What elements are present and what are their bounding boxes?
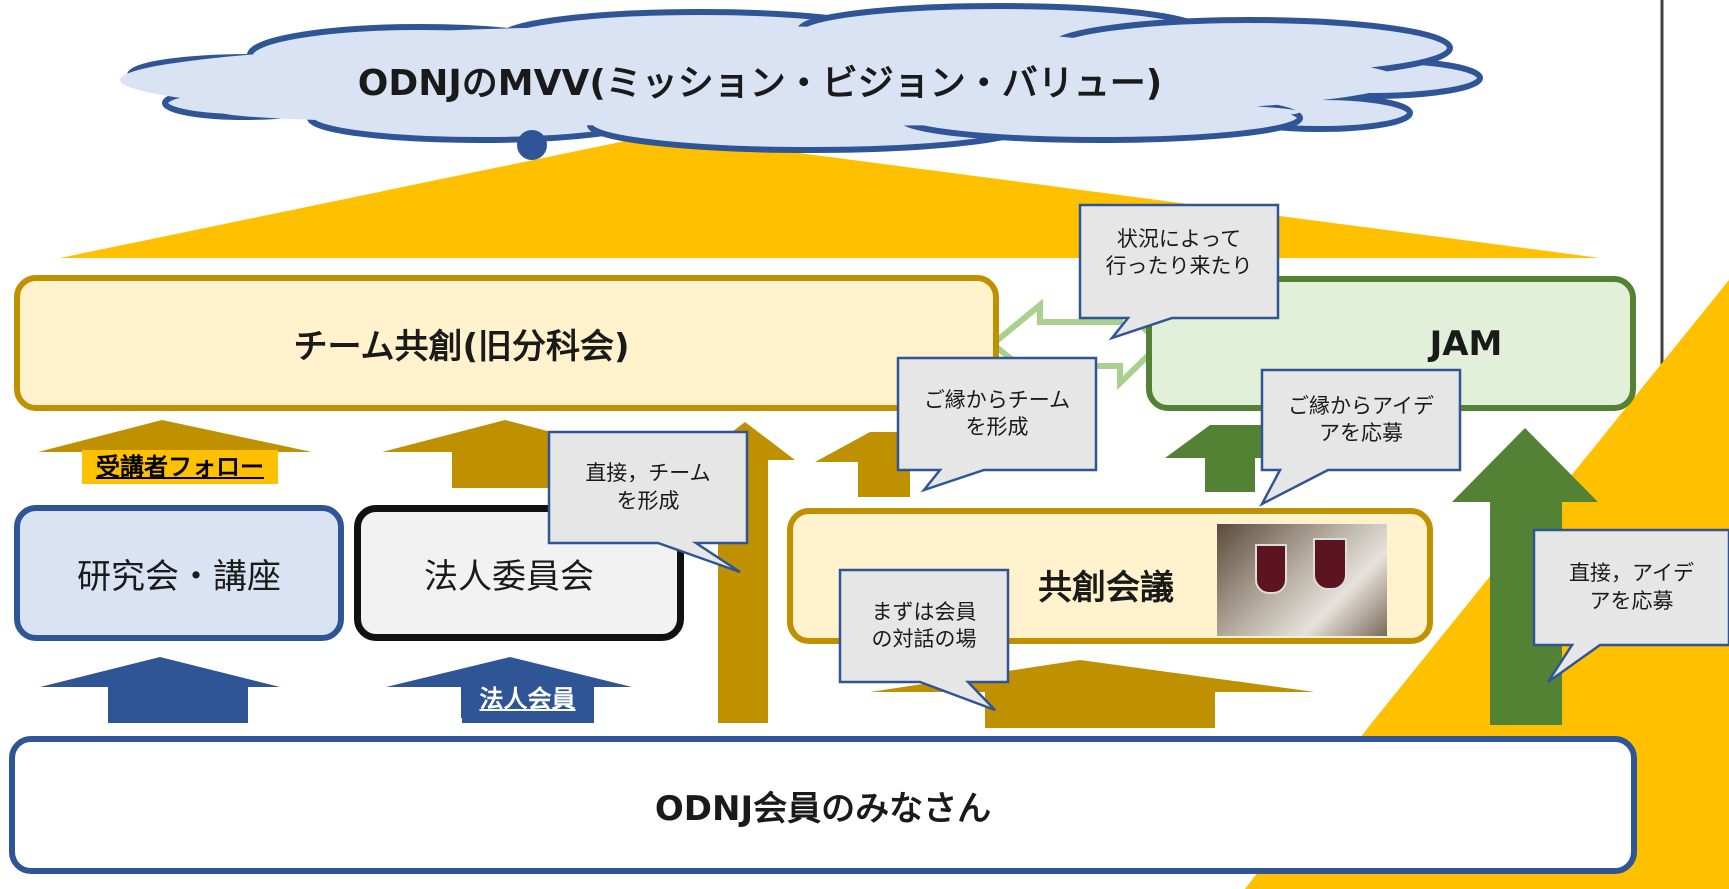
mvv-title-box: ODNJのMVV(ミッション・ビジョン・バリュー) [350, 52, 1170, 108]
hojin-kaiin-label: 法人会員 [461, 680, 594, 718]
kenkyukai-label: 研究会・講座 [77, 556, 281, 597]
jam-label: JAM [1429, 323, 1503, 364]
callout-en-idea-text: ご縁からアイデ アを応募 [1262, 376, 1460, 464]
members-label: ODNJ会員のみなさん [654, 788, 992, 829]
kyoso-to-jam-arrow [1165, 425, 1265, 492]
members-box: ODNJ会員のみなさん [9, 736, 1637, 874]
callout-en-idea-line-1: ご縁からアイデ [1288, 393, 1434, 418]
kenkyukai-box: 研究会・講座 [14, 505, 344, 641]
navy-up-arrow-1 [40, 657, 280, 723]
follow-label: 受講者フォロー [82, 450, 278, 484]
team-kyoso-label: チーム共創(旧分科会) [293, 326, 630, 367]
callout-situation-text: 状況によって 行ったり来たり [1080, 210, 1278, 296]
callout-en-idea-line-2: アを応募 [1319, 421, 1403, 445]
callout-situation-line-1: 状況によって [1116, 226, 1242, 251]
hojin-iinkai-label: 法人委員会 [424, 556, 594, 597]
wine-glasses-photo [1217, 524, 1387, 636]
roof-triangle [60, 140, 1600, 258]
callout-en-team-text: ご縁からチーム を形成 [898, 368, 1096, 460]
callout-direct-team-text: 直接，チーム を形成 [549, 440, 747, 535]
callout-en-team-line-1: ご縁からチーム [923, 387, 1071, 412]
callout-dialogue-line-2: の対話の場 [871, 627, 977, 651]
callout-direct-team-line-2: を形成 [616, 488, 680, 513]
callout-situation-line-2: 行ったり来たり [1105, 254, 1253, 278]
callout-direct-idea-line-2: アを応募 [1589, 588, 1674, 613]
callout-en-team-line-2: を形成 [965, 415, 1029, 439]
callout-dialogue-line-1: まずは会員 [871, 599, 977, 624]
team-kyoso-box: チーム共創(旧分科会) [14, 275, 999, 411]
callout-direct-idea-text: 直接，アイデ アを応募 [1534, 540, 1729, 635]
mvv-title: ODNJのMVV(ミッション・ビジョン・バリュー) [357, 63, 1163, 104]
follow-up-arrow [38, 420, 312, 458]
kyoso-kaigi-label: 共創会議 [1038, 568, 1174, 608]
callout-direct-idea-line-1: 直接，アイデ [1569, 561, 1694, 586]
kyoso-to-team-arrow [815, 432, 920, 497]
mvv-cloud-shape [120, 3, 1483, 160]
callout-dialogue-text: まずは会員 の対話の場 [840, 580, 1008, 672]
callout-direct-team-line-1: 直接，チーム [585, 461, 711, 486]
